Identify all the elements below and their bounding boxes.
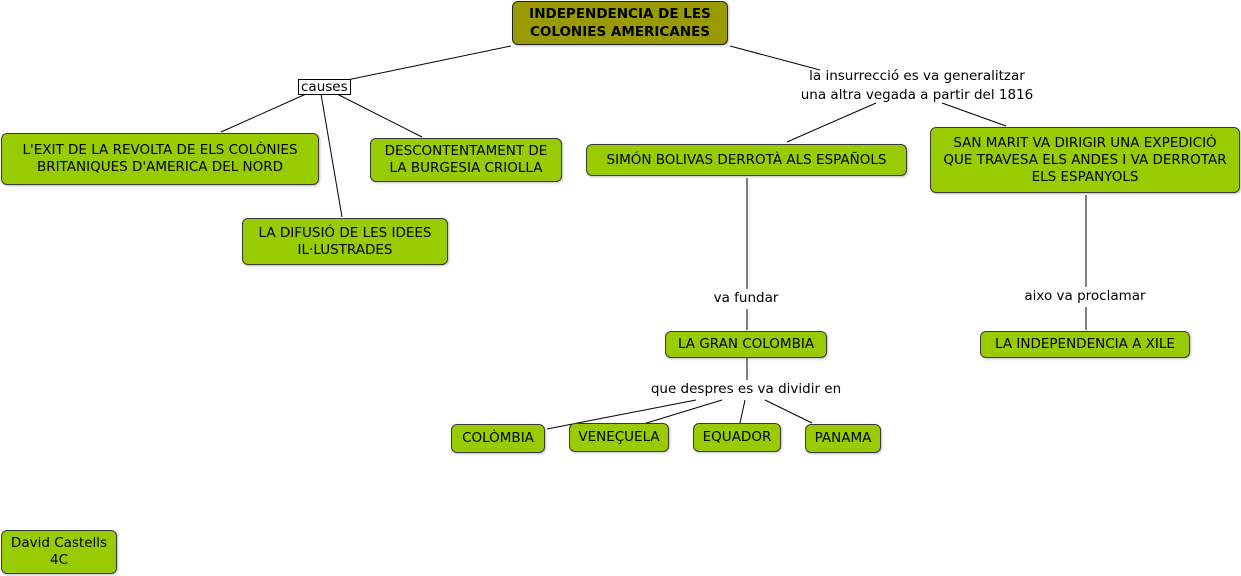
concept-panama[interactable]: PANAMA: [805, 424, 881, 453]
link-label-despres-dividir: que despres es va dividir en: [640, 380, 852, 399]
author-box[interactable]: David Castells 4C: [1, 530, 117, 574]
concept-colombia[interactable]: COLÒMBIA: [451, 424, 545, 453]
concept-gran-colombia[interactable]: LA GRAN COLOMBIA: [665, 331, 827, 358]
concept-exit-revolta[interactable]: L'EXIT DE LA REVOLTA DE ELS COLÒNIES BRI…: [1, 133, 319, 185]
author-group: 4C: [49, 552, 68, 568]
root-concept[interactable]: INDEPENDENCIA DE LES COLONIES AMERICANES: [512, 1, 728, 45]
concept-venezuela[interactable]: VENEÇUELA: [569, 423, 669, 452]
link-label-insurreccio-line1: la insurrecció es va generalitzar: [809, 68, 1025, 84]
link-label-aixo-va-proclamar: aixo va proclamar: [1014, 287, 1156, 306]
link-label-va-fundar: va fundar: [704, 289, 788, 308]
concept-descontentament[interactable]: DESCONTENTAMENT DE LA BURGESIA CRIOLLA: [370, 138, 562, 182]
concept-difusio-idees[interactable]: LA DIFUSIÓ DE LES IDEES IL·LUSTRADES: [242, 218, 448, 265]
link-label-insurreccio-line2: una altra vegada a partir del 1816: [800, 87, 1034, 103]
link-label-insurreccio: la insurrecció es va generalitzar una al…: [792, 67, 1042, 105]
concept-san-marit[interactable]: SAN MARIT VA DIRIGIR UNA EXPEDICIÓ QUE T…: [930, 127, 1240, 193]
author-name: David Castells: [10, 535, 108, 551]
concept-equador[interactable]: EQUADOR: [693, 423, 781, 452]
concept-simon-bolivar[interactable]: SIMÓN BOLIVAS DERROTÀ ALS ESPAÑOLS: [586, 144, 907, 176]
link-label-causes: causes: [298, 79, 351, 95]
concept-independencia-xile[interactable]: LA INDEPENDENCIA A XILE: [980, 331, 1190, 358]
